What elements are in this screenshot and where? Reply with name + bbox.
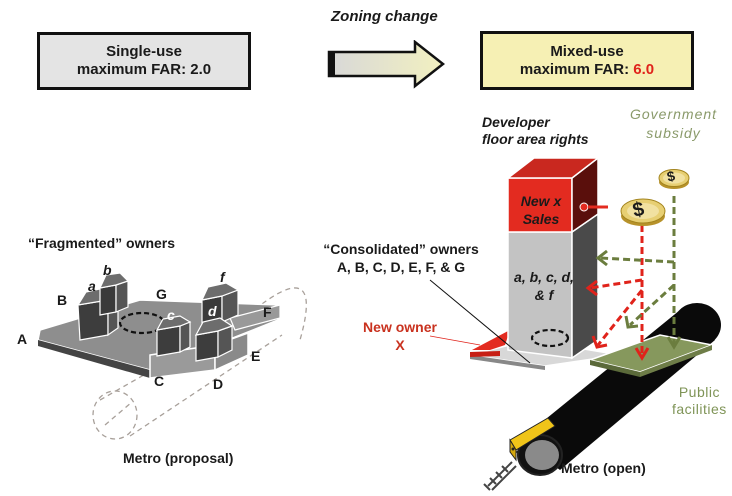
parcel-label-c: C (154, 373, 165, 389)
public-facilities-label: Public facilities (672, 384, 727, 418)
parcel-label-d: D (213, 376, 224, 392)
building-d (194, 317, 234, 362)
developer-rights-label: Developer floor area rights (482, 114, 589, 148)
building-label-a: a (88, 278, 96, 294)
building-label-b: b (103, 262, 112, 278)
building-label-c: c (167, 307, 175, 323)
building-c (155, 315, 192, 357)
consolidated-owners-label: “Consolidated” owners A, B, C, D, E, F, … (316, 240, 486, 276)
mixed-use-title: Mixed-use (550, 42, 624, 60)
subsidy-line2: subsidy (646, 125, 701, 141)
arrow-heads (585, 249, 682, 361)
single-use-title: Single-use (106, 43, 182, 60)
public-line1: Public (678, 384, 720, 400)
parcel-label-a: A (17, 331, 28, 347)
fragmented-owners-label: “Fragmented” owners (28, 235, 176, 251)
new-sales-block (505, 156, 608, 234)
new-sales-line2: Sales (522, 211, 560, 227)
mixed-use-box: Mixed-use maximum FAR: 6.0 (480, 31, 694, 90)
public-line2: facilities (672, 401, 727, 417)
zoning-arrow-icon (327, 40, 445, 89)
tower-line2: & f (534, 287, 554, 303)
single-use-box: Single-use maximum FAR: 2.0 (37, 32, 251, 90)
tower-line1: a, b, c, d, (514, 269, 574, 285)
developer-line2: floor area rights (482, 131, 589, 147)
subsidy-flow-arrows (589, 196, 676, 355)
single-use-far: maximum FAR: 2.0 (40, 61, 248, 79)
coin-icon-small (658, 169, 690, 189)
consolidated-line2: A, B, C, D, E, F, & G (336, 259, 466, 275)
far-value: 2.0 (190, 61, 212, 78)
coin-icon-large (620, 198, 666, 226)
developer-line1: Developer (482, 114, 550, 130)
tower-owners-label: a, b, c, d, & f (508, 268, 580, 304)
parcel-label-f: F (263, 304, 272, 320)
metro-proposal-label: Metro (proposal) (123, 450, 234, 466)
building-label-f: f (220, 269, 225, 285)
far-value: 6.0 (633, 60, 655, 78)
mixed-use-far: maximum FAR: 6.0 (483, 61, 691, 79)
parcel-label-e: E (251, 348, 261, 364)
parcel-label-b: B (57, 292, 68, 308)
parcel-label-g: G (156, 286, 167, 302)
new-owner-line1: New owner (363, 319, 437, 335)
new-owner-leader-line (429, 335, 481, 346)
subsidy-line1: Government (630, 106, 718, 122)
zoning-change-label: Zoning change (331, 8, 438, 25)
consolidated-line1: “Consolidated” owners (323, 241, 479, 257)
public-facilities-slab (587, 334, 715, 377)
government-subsidy-label: Government subsidy (630, 105, 717, 143)
building-label-d: d (208, 303, 217, 319)
new-owner-label: New owner X (360, 318, 440, 354)
building-b (98, 272, 130, 316)
new-sales-line1: New x (520, 193, 562, 209)
new-sales-label: New x Sales (513, 192, 569, 228)
consolidated-leader-line (429, 279, 531, 364)
metro-open-label: Metro (open) (561, 460, 646, 476)
building-f (200, 282, 240, 327)
far-prefix: maximum FAR: (76, 61, 191, 78)
new-owner-line2: X (395, 337, 405, 353)
far-prefix: maximum FAR: (519, 60, 634, 78)
